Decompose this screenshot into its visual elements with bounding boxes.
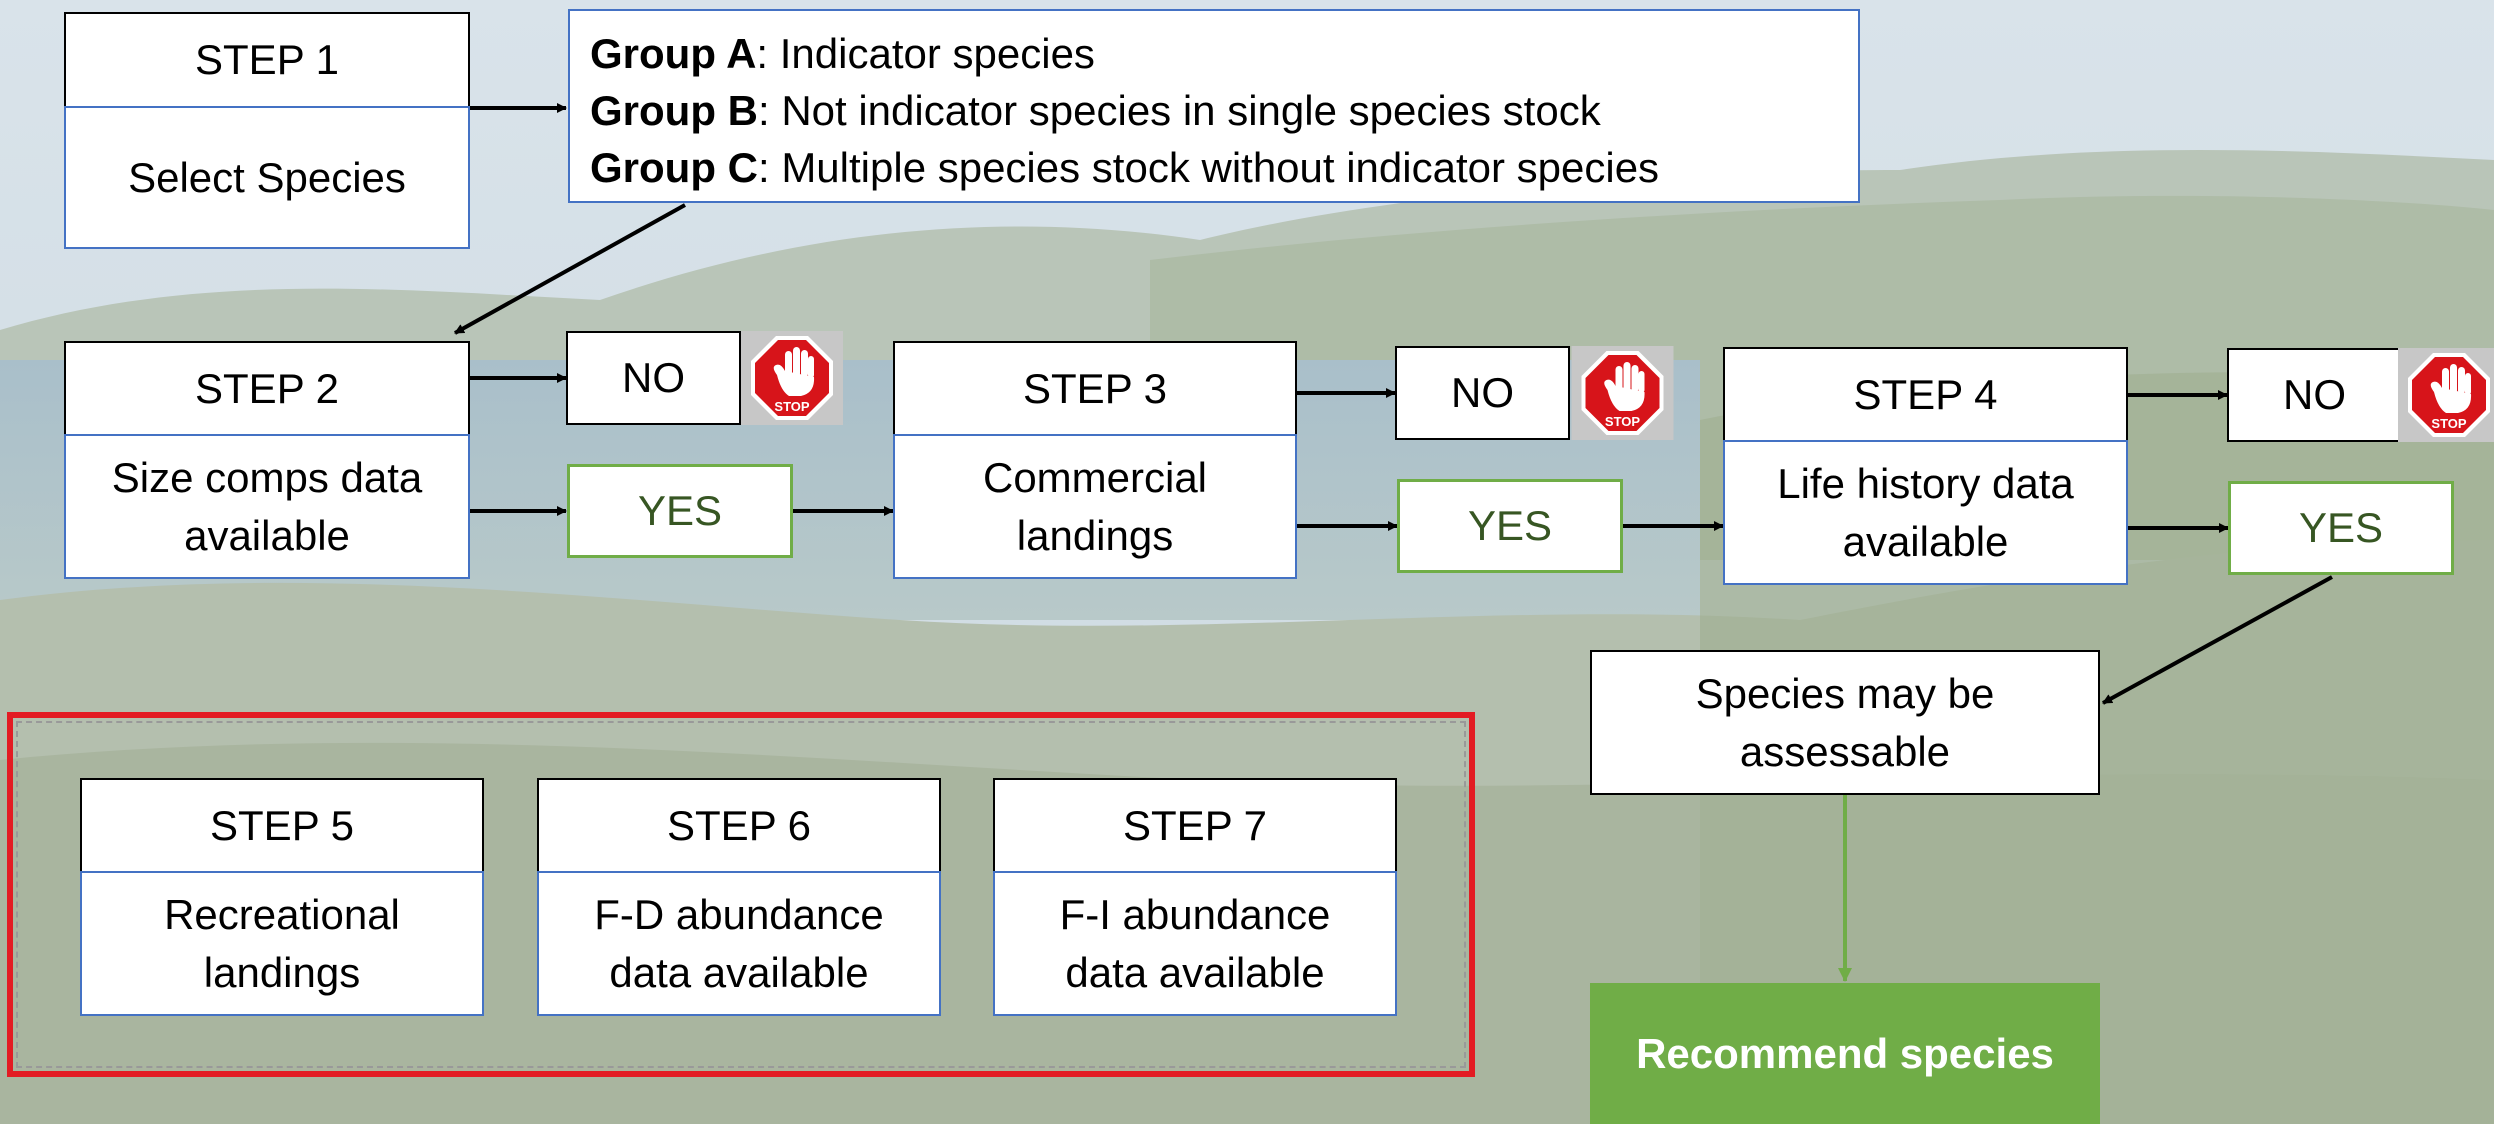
yes-box-step-3: YES [1397,479,1623,573]
step-2-node: STEP 2 Size comps data available [64,341,470,579]
no-box-step-2: NO [566,331,741,425]
step-6-body: F-D abundance data available [537,871,941,1016]
step-4-body: Life history data available [1723,440,2128,585]
group-a-line: Group A: Indicator species [590,25,1838,82]
species-groups-box: Group A: Indicator species Group B: Not … [568,9,1860,203]
stop-sign-icon: STOP [1570,346,1675,440]
step-2-header: STEP 2 [64,341,470,436]
step-7-node: STEP 7 F-I abundance data available [993,778,1397,1016]
step-5-header: STEP 5 [80,778,484,873]
group-b-desc: : Not indicator species in single specie… [757,87,1601,134]
step-4-node: STEP 4 Life history data available [1723,347,2128,585]
step-3-node: STEP 3 Commercial landings [893,341,1297,579]
assessable-box: Species may be assessable [1590,650,2100,795]
stop-sign-icon: STOP [741,331,843,425]
step-7-body: F-I abundance data available [993,871,1397,1016]
group-b-line: Group B: Not indicator species in single… [590,82,1838,139]
yes-box-step-2: YES [567,464,793,558]
stop-sign-icon: STOP [2398,348,2494,442]
group-a-desc: : Indicator species [756,30,1095,77]
group-a-name: Group A [590,30,757,77]
group-c-desc: : Multiple species stock without indicat… [757,144,1660,191]
step-4-header: STEP 4 [1723,347,2128,442]
step-6-node: STEP 6 F-D abundance data available [537,778,941,1016]
group-c-line: Group C: Multiple species stock without … [590,139,1838,196]
svg-text:STOP: STOP [774,399,809,414]
svg-text:STOP: STOP [1605,414,1640,429]
step-3-body: Commercial landings [893,434,1297,579]
step-3-header: STEP 3 [893,341,1297,436]
step-7-header: STEP 7 [993,778,1397,873]
step-1-body: Select Species [64,106,470,249]
group-c-name: Group C [590,144,758,191]
no-box-step-4: NO [2227,348,2402,442]
no-box-step-3: NO [1395,346,1570,440]
svg-text:STOP: STOP [2431,416,2466,431]
recommend-species-box: Recommend species [1590,983,2100,1124]
group-b-name: Group B [590,87,758,134]
step-5-node: STEP 5 Recreational landings [80,778,484,1016]
yes-box-step-4: YES [2228,481,2454,575]
step-6-header: STEP 6 [537,778,941,873]
future-steps-highlight [7,712,1475,1077]
step-2-body: Size comps data available [64,434,470,579]
step-1-node: STEP 1 Select Species [64,12,470,249]
step-1-header: STEP 1 [64,12,470,108]
step-5-body: Recreational landings [80,871,484,1016]
